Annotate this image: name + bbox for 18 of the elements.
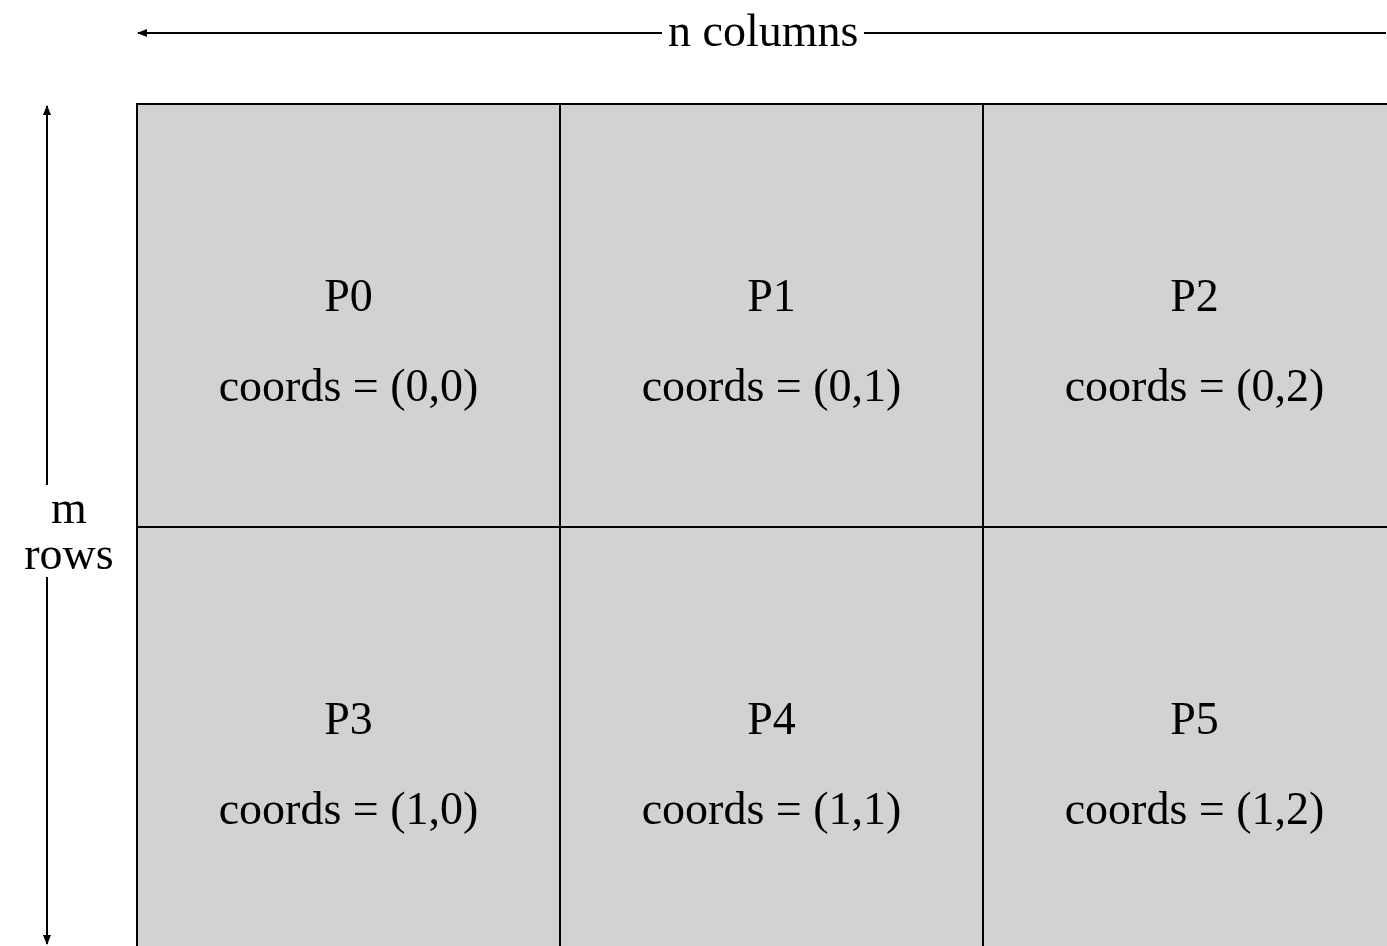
grid-cell [559, 526, 984, 946]
process-name: P2 [1170, 273, 1219, 319]
coordinates-text: coords = (1,1) [641, 786, 902, 832]
coordinates-text: coords = (0,0) [218, 363, 479, 409]
grid-cell [559, 103, 984, 528]
coordinates-text: coords = (1,0) [218, 786, 479, 832]
grid-cell [982, 103, 1387, 528]
coordinates-text: coords = (0,1) [641, 363, 902, 409]
process-name: P4 [747, 696, 796, 742]
process-name: P0 [324, 273, 373, 319]
process-name: P1 [747, 273, 796, 319]
coordinates-text: coords = (1,2) [1064, 786, 1325, 832]
grid-cell [136, 103, 561, 528]
coordinates-text: coords = (0,2) [1064, 363, 1325, 409]
process-name: P5 [1170, 696, 1219, 742]
process-name: P3 [324, 696, 373, 742]
grid-cell [982, 526, 1387, 946]
grid-cell [136, 526, 561, 946]
